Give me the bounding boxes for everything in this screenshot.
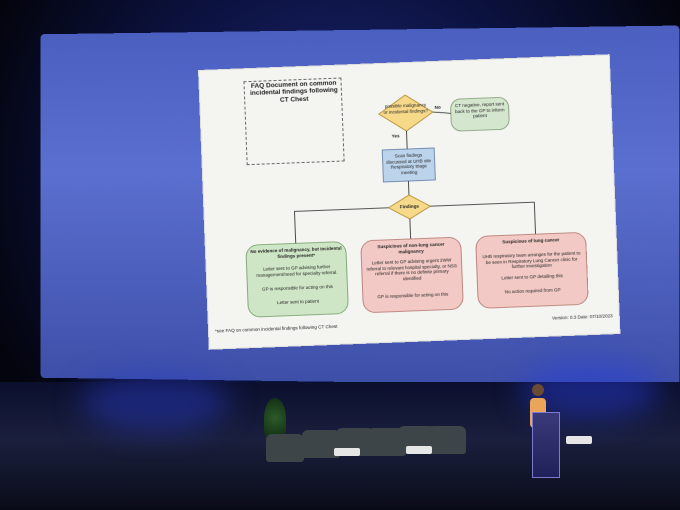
chair (266, 434, 304, 462)
branch-right (430, 202, 535, 238)
side-table (406, 446, 432, 454)
podium (532, 412, 560, 478)
scan-findings-text: Scan findings discussed at UHB site Resp… (384, 152, 433, 176)
side-table (334, 448, 360, 456)
no-label: No (435, 105, 441, 111)
decision-text: possible malignancy or incidental findin… (382, 102, 428, 115)
faq-title: FAQ Document on common incidental findin… (248, 80, 341, 106)
ct-negative-text: CT negative, report sent back to the GP … (452, 101, 507, 120)
arrow-no (433, 111, 451, 114)
side-table (566, 436, 592, 444)
branch-left (294, 208, 389, 244)
branch-middle (410, 219, 411, 239)
yes-label: Yes (392, 133, 400, 139)
plant (264, 398, 286, 438)
chair (428, 426, 466, 454)
box2-line1: Letter sent to GP advising urgent 2WW re… (365, 257, 458, 283)
arrow-to-findings (408, 181, 409, 195)
presentation-slide: FAQ Document on common incidental findin… (198, 54, 620, 350)
arrow-yes (406, 131, 407, 149)
stage-light-left (80, 372, 230, 432)
